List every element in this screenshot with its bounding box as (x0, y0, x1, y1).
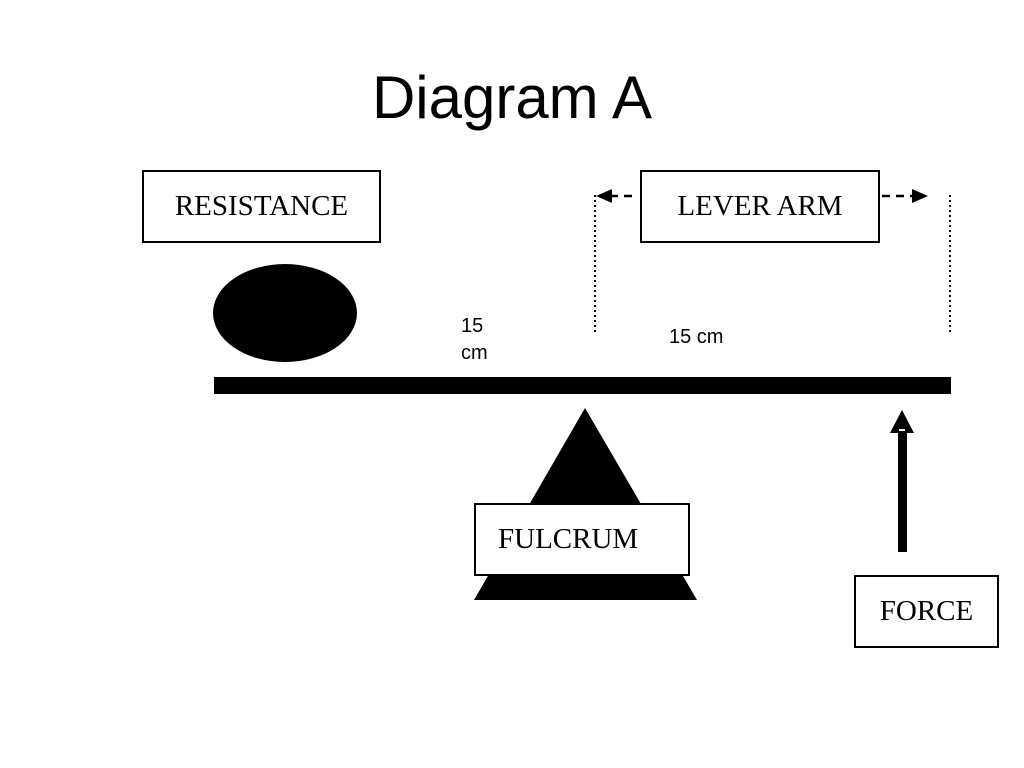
left-arm-measurement-value: 15 (461, 315, 484, 337)
left-arm-measurement-unit: cm (461, 342, 488, 364)
left-arm-measurement: 15 cm (461, 313, 488, 367)
diagram-title: Diagram A (371, 64, 653, 131)
fulcrum-label: FULCRUM (474, 503, 690, 576)
force-arrow (890, 410, 914, 552)
resistance-weight (213, 264, 357, 362)
lever-arm-label: LEVER ARM (640, 170, 880, 243)
right-arm-measurement: 15 cm (669, 326, 724, 348)
force-label: FORCE (854, 575, 999, 648)
resistance-label: RESISTANCE (142, 170, 381, 243)
lever-arm-left-arrow (596, 189, 638, 203)
lever-arm-right-arrow (882, 189, 928, 203)
lever-bar (214, 377, 951, 394)
